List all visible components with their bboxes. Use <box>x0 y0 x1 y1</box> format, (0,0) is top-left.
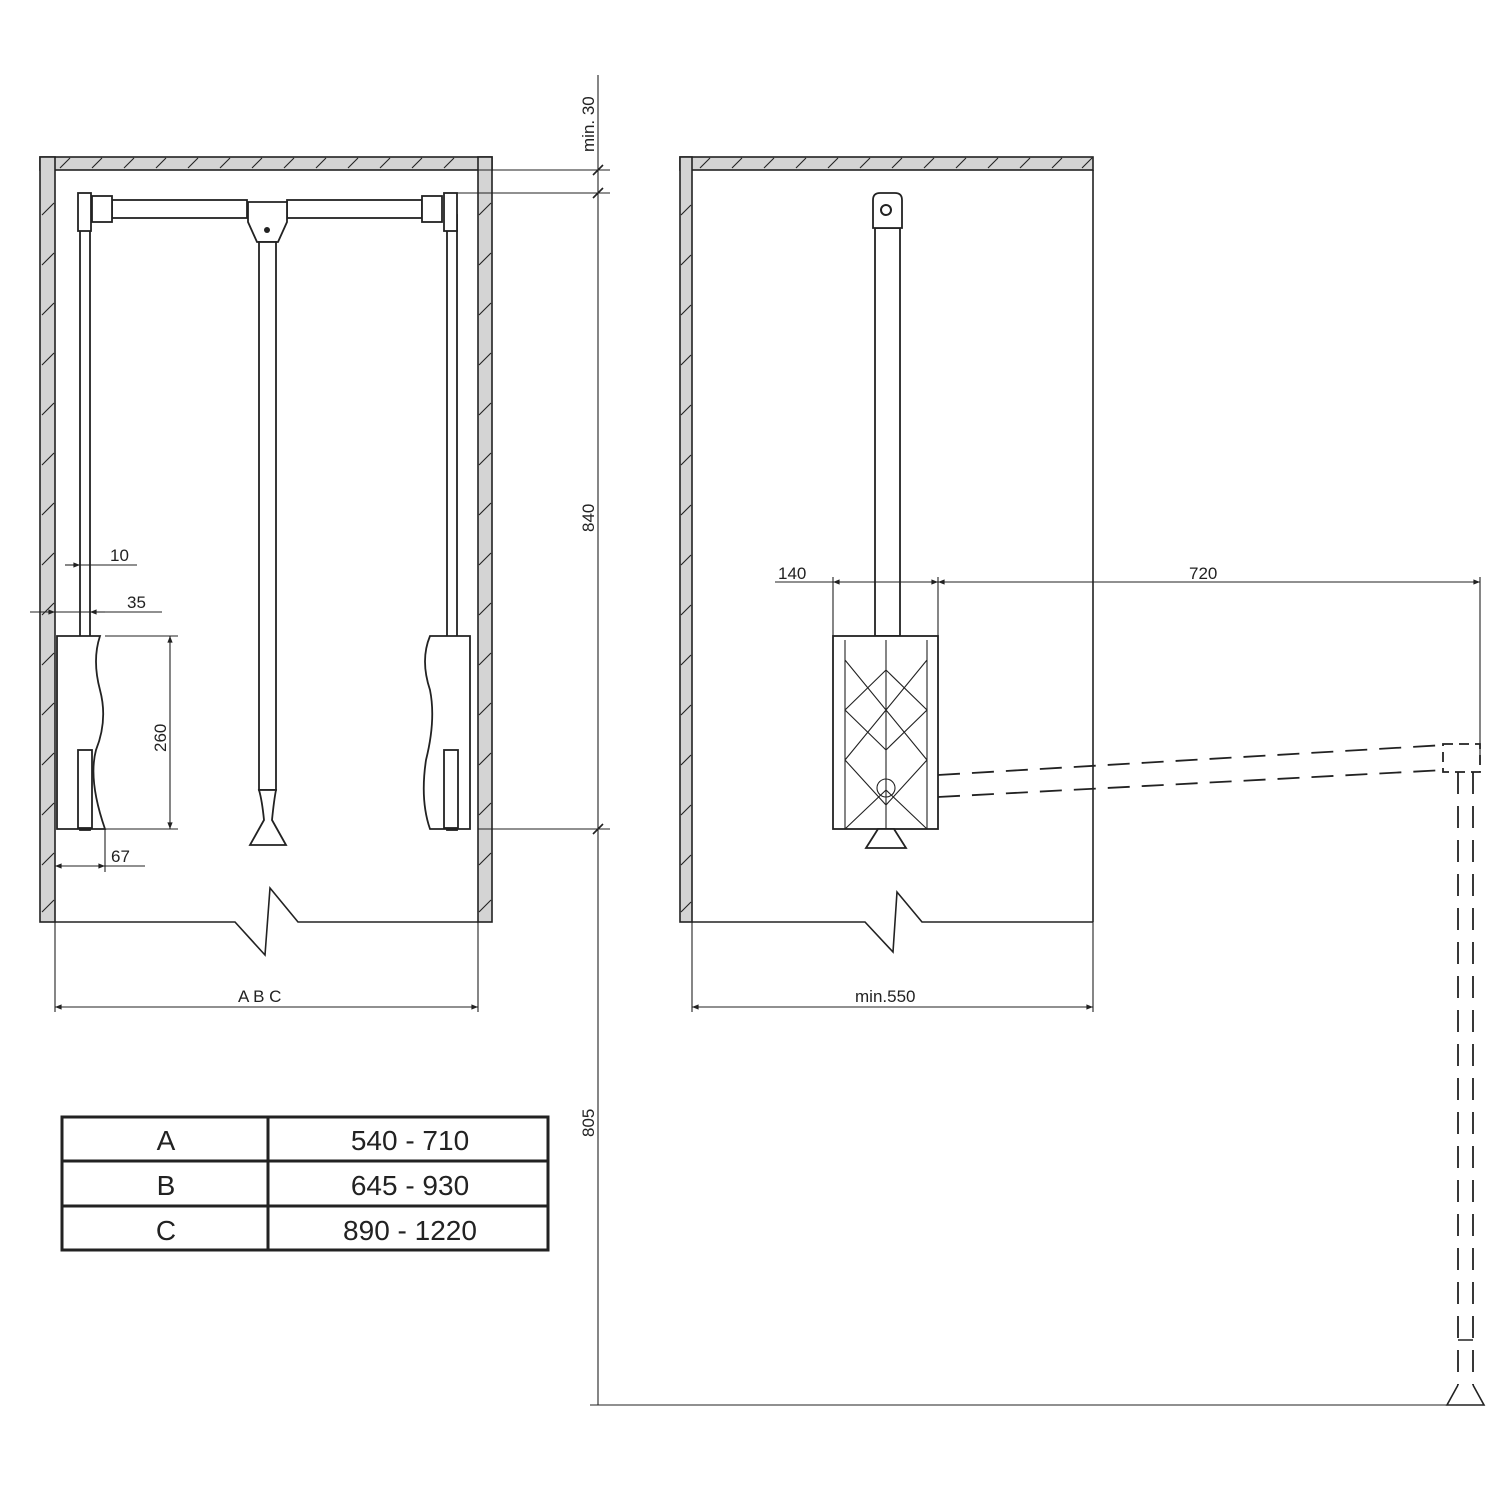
dim-10: 10 <box>110 546 129 565</box>
dim-min-550: min.550 <box>855 987 915 1006</box>
dim-720: 720 <box>1189 564 1217 583</box>
table-size-c: C <box>156 1215 176 1246</box>
side-view-lift-mechanism <box>832 192 1486 1406</box>
dim-cabinet-width: A B C <box>238 987 281 1006</box>
dim-min-30: min. 30 <box>579 96 598 152</box>
table-range-c: 890 - 1220 <box>343 1215 477 1246</box>
table-size-a: A <box>157 1125 176 1156</box>
dim-140: 140 <box>778 564 806 583</box>
size-table: A 540 - 710 B 645 - 930 C 890 - 1220 <box>60 1115 550 1252</box>
table-size-b: B <box>157 1170 176 1201</box>
table-range-b: 645 - 930 <box>351 1170 469 1201</box>
dim-35: 35 <box>127 593 146 612</box>
front-view-lift-mechanism <box>56 192 471 846</box>
dim-260: 260 <box>151 724 170 752</box>
dim-805: 805 <box>579 1109 598 1137</box>
side-view-cabinet <box>679 156 1094 954</box>
dim-840: 840 <box>579 504 598 532</box>
dim-67: 67 <box>111 847 130 866</box>
dimension-lines <box>30 75 1484 1406</box>
front-view-cabinet <box>39 156 493 957</box>
table-range-a: 540 - 710 <box>351 1125 469 1156</box>
